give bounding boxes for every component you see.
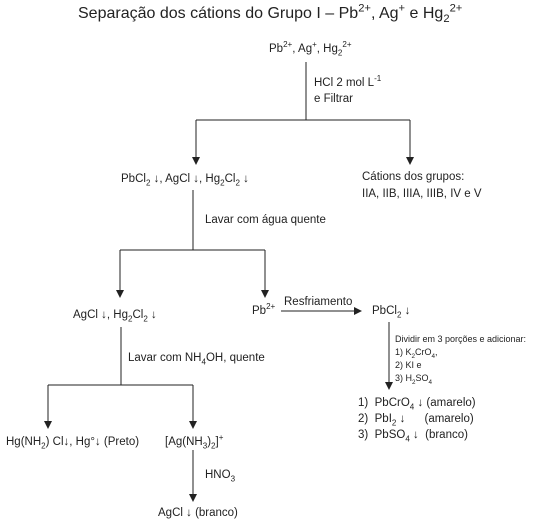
final-agcl: AgCl ↓ (branco) — [158, 507, 238, 519]
start-cations: Pb2+, Ag+, Hg22+ — [269, 40, 352, 58]
hg-products: Hg(NH2) Cl↓, Hg°↓ (Preto) — [6, 436, 140, 451]
precipitate-group1: PbCl2 ↓, AgCl ↓, Hg2Cl2 ↓ — [121, 173, 249, 188]
step-nh4oh: Lavar com NH4OH, quente — [128, 352, 265, 367]
step-hot-water: Lavar com água quente — [205, 214, 326, 226]
diagram-title: Separação dos cátions do Grupo I – Pb2+,… — [78, 2, 463, 26]
step-hcl: HCl 2 mol L-1 e Filtrar — [314, 74, 382, 105]
step-cooling: Resfriamento — [284, 296, 353, 308]
other-groups: Cátions dos grupos: IIA, IIB, IIIA, IIIB… — [362, 171, 482, 200]
result-2: 2) PbI2 ↓ (amarelo) — [358, 413, 474, 428]
split-instructions: Dividir em 3 porções e adicionar: 1) K2C… — [395, 334, 527, 386]
result-1: 1) PbCrO4 ↓ (amarelo) — [358, 397, 476, 412]
pb-ion: Pb2+ — [252, 302, 276, 317]
ag-complex: [Ag(NH3)2]+ — [165, 433, 224, 451]
pbcl2-precipitate: PbCl2 ↓ — [372, 305, 411, 320]
step-hno3: HNO3 — [205, 469, 236, 484]
result-3: 3) PbSO4 ↓ (branco) — [358, 429, 468, 444]
precipitate-agcl-hg2cl2: AgCl ↓, Hg2Cl2 ↓ — [73, 309, 157, 324]
